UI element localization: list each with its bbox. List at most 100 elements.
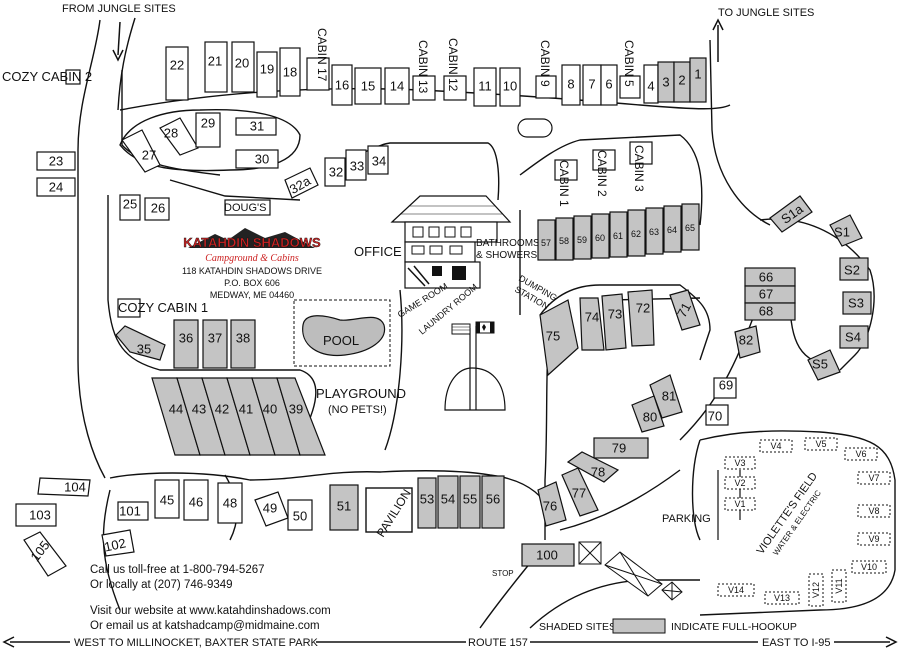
site-71[interactable] xyxy=(669,289,701,331)
cabin-12[interactable] xyxy=(443,75,467,101)
site-100[interactable] xyxy=(521,543,575,567)
site-104[interactable] xyxy=(37,477,91,497)
site-39[interactable] xyxy=(276,377,326,456)
site-103[interactable] xyxy=(15,503,57,527)
cabin-5[interactable] xyxy=(619,75,641,99)
site-16[interactable] xyxy=(331,64,353,106)
site-1[interactable] xyxy=(689,57,707,103)
site-S5[interactable] xyxy=(807,349,841,381)
site-69[interactable] xyxy=(713,377,737,399)
site-62[interactable] xyxy=(627,209,646,257)
site-30[interactable] xyxy=(235,149,279,169)
site-51[interactable] xyxy=(329,484,359,531)
cozy-cabin-1[interactable] xyxy=(117,298,141,318)
site-V9[interactable] xyxy=(857,532,891,546)
site-V1[interactable] xyxy=(724,497,756,511)
site-27[interactable] xyxy=(121,129,161,173)
site-6[interactable] xyxy=(600,64,618,106)
site-60[interactable] xyxy=(591,213,610,259)
office-building[interactable] xyxy=(390,195,512,289)
site-S3[interactable] xyxy=(842,291,872,315)
site-23[interactable] xyxy=(36,151,76,171)
site-29[interactable] xyxy=(195,112,221,148)
site-59[interactable] xyxy=(573,215,592,260)
site-26[interactable] xyxy=(144,197,170,221)
contact-line-4[interactable]: Or email us at katshadcamp@midmaine.com xyxy=(90,620,320,632)
site-28[interactable] xyxy=(159,117,199,156)
cabin-3[interactable] xyxy=(629,141,653,165)
site-45[interactable] xyxy=(154,479,180,519)
pool-area[interactable] xyxy=(293,299,391,367)
site-V10[interactable] xyxy=(851,560,887,574)
site-65[interactable] xyxy=(681,203,700,251)
site-10[interactable] xyxy=(499,67,521,107)
site-78[interactable] xyxy=(566,451,620,483)
site-48[interactable] xyxy=(217,482,243,524)
cabin-13[interactable] xyxy=(412,75,436,101)
site-24[interactable] xyxy=(36,177,76,197)
site-V14[interactable] xyxy=(717,583,755,597)
site-V3[interactable] xyxy=(724,456,756,470)
site-56[interactable] xyxy=(481,475,505,529)
site-14[interactable] xyxy=(384,67,410,105)
site-V12[interactable] xyxy=(808,573,824,607)
site-82[interactable] xyxy=(734,325,761,359)
site-8[interactable] xyxy=(561,64,581,106)
site-75[interactable] xyxy=(539,299,579,377)
site-S1a[interactable] xyxy=(769,195,813,233)
site-19[interactable] xyxy=(256,51,278,98)
site-79[interactable] xyxy=(593,437,649,459)
site-V2[interactable] xyxy=(724,476,756,490)
dougs-site[interactable] xyxy=(224,199,271,216)
pavilion[interactable] xyxy=(365,487,413,533)
site-V6[interactable] xyxy=(844,447,878,461)
site-V11[interactable] xyxy=(831,569,847,603)
cabin-2[interactable] xyxy=(592,149,616,171)
site-V4[interactable] xyxy=(759,439,793,453)
site-31[interactable] xyxy=(235,117,277,136)
site-64[interactable] xyxy=(663,205,682,253)
site-54[interactable] xyxy=(437,475,459,529)
site-61[interactable] xyxy=(609,211,628,258)
site-77[interactable] xyxy=(561,467,599,517)
site-105[interactable] xyxy=(23,531,67,577)
site-32a[interactable] xyxy=(284,167,319,199)
site-V7[interactable] xyxy=(857,471,891,485)
site-21[interactable] xyxy=(204,41,228,93)
site-46[interactable] xyxy=(183,479,209,521)
site-34[interactable] xyxy=(367,145,389,175)
site-25[interactable] xyxy=(119,194,141,221)
contact-line-3[interactable]: Visit our website at www.katahdinshadows… xyxy=(90,605,331,617)
site-37[interactable] xyxy=(202,319,228,369)
site-11[interactable] xyxy=(473,67,497,107)
cabin-1[interactable] xyxy=(554,159,578,181)
site-V13[interactable] xyxy=(764,591,800,605)
site-58[interactable] xyxy=(555,217,574,261)
site-74[interactable] xyxy=(579,297,605,351)
site-63[interactable] xyxy=(645,207,664,255)
cozy-cabin-2[interactable] xyxy=(65,69,81,85)
site-72[interactable] xyxy=(627,289,655,347)
site-15[interactable] xyxy=(354,67,382,105)
site-20[interactable] xyxy=(231,41,255,93)
site-68[interactable] xyxy=(744,302,796,321)
site-S4[interactable] xyxy=(839,325,869,349)
site-76[interactable] xyxy=(537,481,567,527)
site-38[interactable] xyxy=(230,319,256,369)
site-22[interactable] xyxy=(165,46,189,101)
site-80[interactable] xyxy=(631,395,665,433)
site-33[interactable] xyxy=(345,149,367,181)
site-73[interactable] xyxy=(601,293,627,351)
cabin-17[interactable] xyxy=(306,57,330,91)
site-101[interactable] xyxy=(117,501,149,521)
site-57[interactable] xyxy=(537,219,556,261)
site-18[interactable] xyxy=(279,47,301,97)
site-50[interactable] xyxy=(287,499,313,531)
site-S2[interactable] xyxy=(839,257,869,281)
site-V8[interactable] xyxy=(857,504,891,518)
site-V5[interactable] xyxy=(804,437,838,451)
site-55[interactable] xyxy=(459,475,481,529)
site-35[interactable] xyxy=(115,325,166,361)
site-102[interactable] xyxy=(101,529,135,557)
site-32[interactable] xyxy=(324,157,346,187)
